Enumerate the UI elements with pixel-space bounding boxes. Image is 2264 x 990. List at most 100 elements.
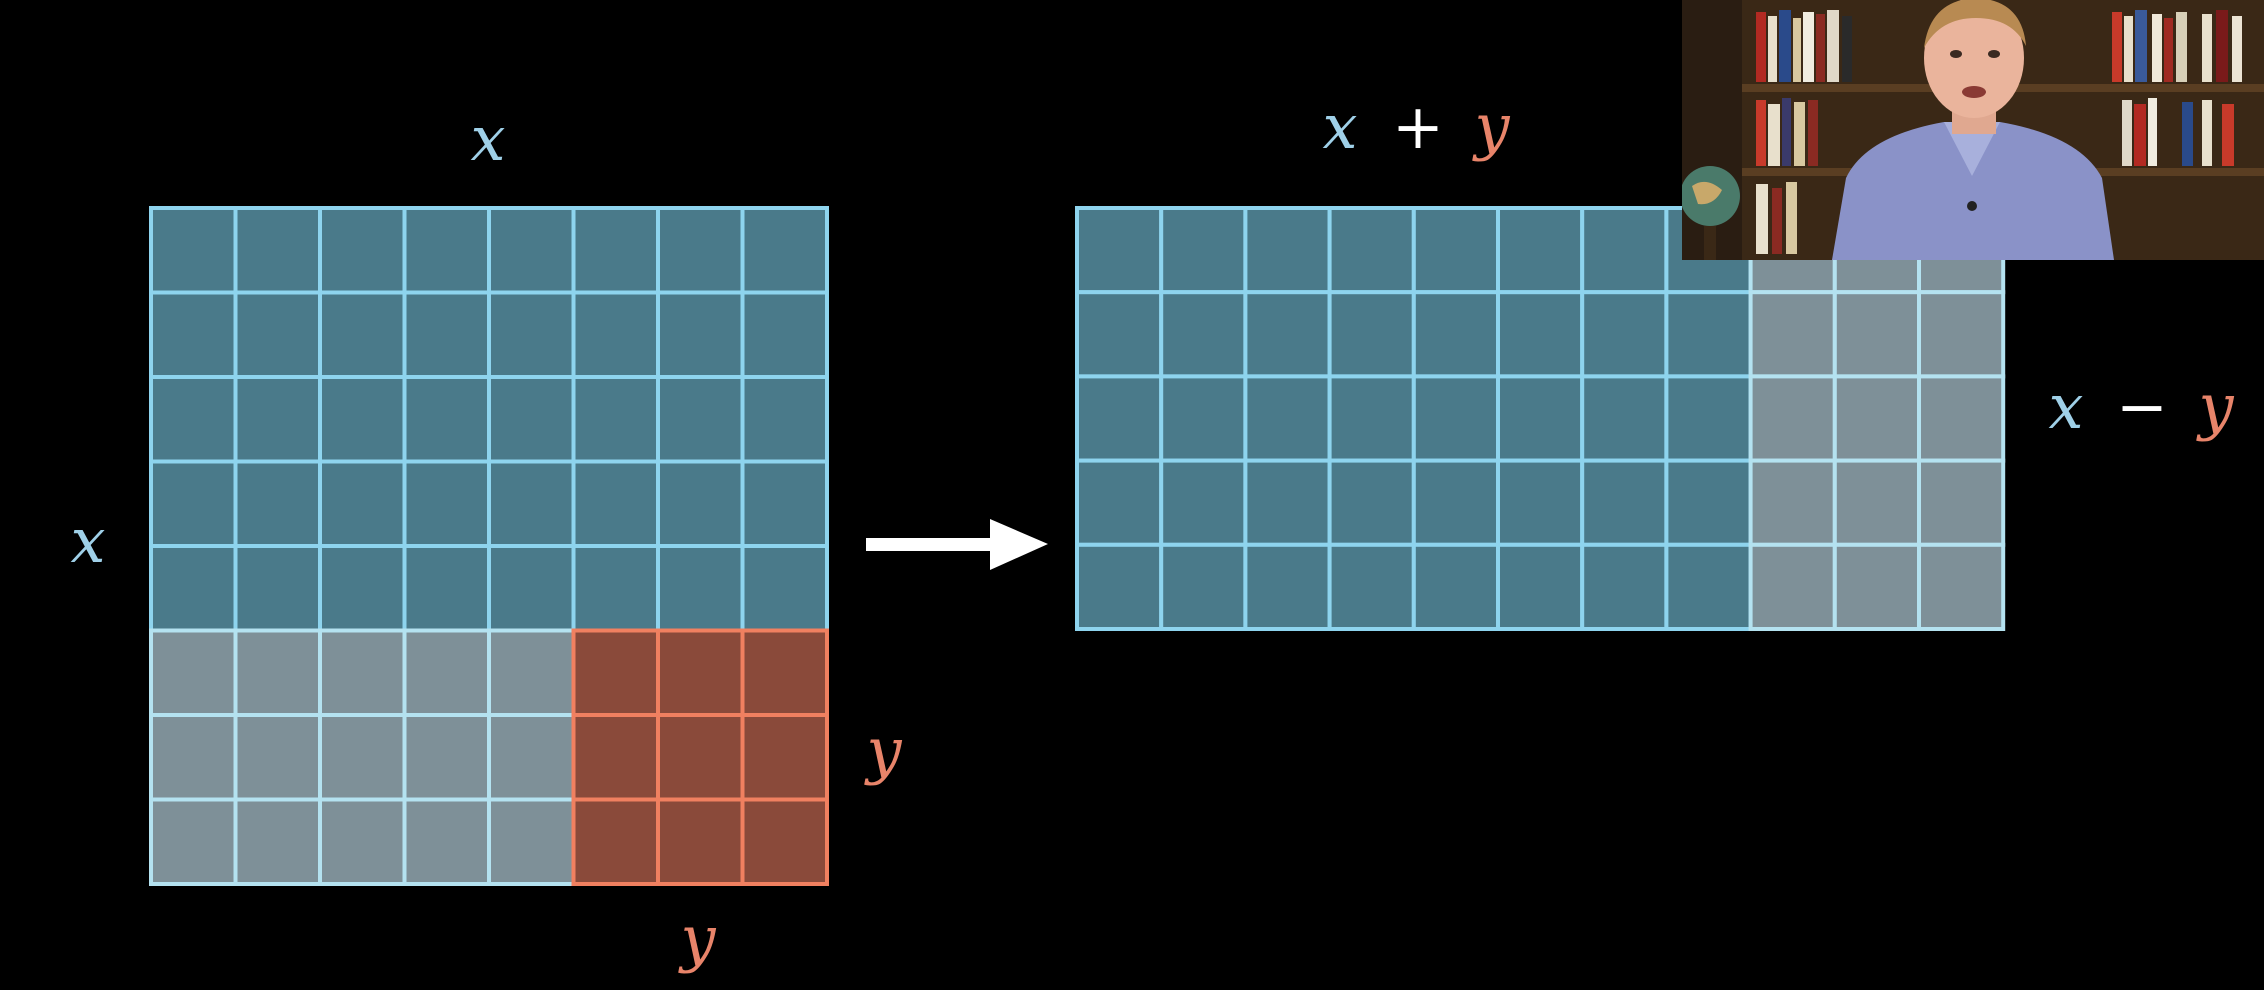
blue-cell	[318, 375, 407, 464]
blue-cell	[402, 375, 491, 464]
blue-cell	[656, 459, 745, 548]
blue-cell	[1243, 206, 1332, 295]
red-cell	[571, 713, 660, 802]
blue-cell	[318, 544, 407, 633]
blue-cell	[1664, 458, 1753, 547]
right-arrow	[866, 519, 1048, 570]
blue-cell	[571, 544, 660, 633]
blue-cell	[1327, 542, 1416, 631]
blue-cell	[1159, 458, 1248, 547]
gray-cell	[149, 628, 238, 717]
gray-cell	[1748, 458, 1837, 547]
gray-cell	[1917, 458, 2006, 547]
left-bottom-label-y: y	[677, 902, 716, 975]
blue-cell	[1580, 206, 1669, 295]
blue-cell	[1496, 458, 1585, 547]
red-cell	[740, 797, 829, 886]
blue-cell	[318, 206, 407, 295]
gray-cell	[487, 713, 576, 802]
blue-cell	[1159, 542, 1248, 631]
blue-cell	[1496, 206, 1585, 295]
blue-cell	[1075, 374, 1164, 463]
blue-cell	[656, 206, 745, 295]
red-block-outline	[571, 628, 829, 886]
blue-cell	[740, 459, 829, 548]
blue-cell	[233, 290, 322, 379]
blue-cell	[233, 459, 322, 548]
blue-cell	[487, 290, 576, 379]
blue-cell	[149, 375, 238, 464]
gray-cell	[233, 628, 322, 717]
blue-cell	[402, 544, 491, 633]
blue-cell	[656, 375, 745, 464]
left-side-label-x: x	[71, 504, 106, 577]
right-side-label: x − y	[2049, 370, 2235, 443]
blue-cell	[1411, 374, 1501, 463]
blue-cell	[233, 206, 322, 295]
blue-cell	[402, 290, 491, 379]
left-right-label-y: y	[863, 714, 902, 787]
right-top-label-y: y	[1471, 90, 1510, 163]
presenter	[1832, 0, 2114, 260]
blue-cell	[740, 544, 829, 633]
gray-cell	[1832, 290, 1922, 379]
blue-cell	[402, 206, 491, 295]
blue-cell	[1496, 374, 1585, 463]
blue-cell	[656, 290, 745, 379]
blue-cell	[1243, 290, 1332, 379]
blue-cell	[1159, 374, 1248, 463]
blue-cell	[1075, 542, 1164, 631]
gray-cell	[1748, 290, 1837, 379]
blue-cell	[318, 459, 407, 548]
blue-cell	[740, 206, 829, 295]
gray-cell	[149, 797, 238, 886]
blue-cell	[1159, 206, 1248, 295]
blue-cell	[1411, 542, 1501, 631]
blue-cell	[1243, 374, 1332, 463]
gray-cell	[487, 797, 576, 886]
blue-cell	[487, 206, 576, 295]
red-cell	[656, 713, 745, 802]
blue-cell	[402, 459, 491, 548]
blue-cell	[1664, 542, 1753, 631]
right-rectangle-grid	[1075, 206, 2006, 631]
blue-cell	[740, 375, 829, 464]
blue-cell	[571, 459, 660, 548]
blue-cell	[1580, 542, 1669, 631]
blue-cell	[149, 206, 238, 295]
blue-cell	[1327, 290, 1416, 379]
right-side-label-y: y	[2195, 370, 2234, 443]
red-cell	[656, 628, 745, 717]
blue-cell	[1411, 290, 1501, 379]
blue-cell	[487, 544, 576, 633]
presenter-webcam	[1682, 0, 2264, 260]
red-cell	[571, 797, 660, 886]
red-cell	[571, 628, 660, 717]
blue-cell	[149, 290, 238, 379]
gray-cell	[1917, 374, 2006, 463]
gray-cell	[1748, 542, 1837, 631]
gray-cell	[487, 628, 576, 717]
blue-cell	[487, 459, 576, 548]
gray-cell	[1832, 374, 1922, 463]
gray-cell	[402, 628, 491, 717]
gray-cell	[318, 713, 407, 802]
blue-cell	[1580, 290, 1669, 379]
blue-cell	[233, 375, 322, 464]
red-cell	[740, 713, 829, 802]
blue-cell	[571, 206, 660, 295]
gray-cell	[318, 628, 407, 717]
right-top-label-plus: +	[1392, 90, 1444, 163]
gray-cell	[402, 797, 491, 886]
blue-cell	[1243, 542, 1332, 631]
gray-cell	[1832, 542, 1922, 631]
gray-cell	[1917, 290, 2006, 379]
gray-cell	[233, 797, 322, 886]
blue-cell	[740, 290, 829, 379]
red-cell	[740, 628, 829, 717]
blue-cell	[1411, 458, 1501, 547]
gray-cell	[402, 713, 491, 802]
blue-cell	[1664, 290, 1753, 379]
blue-cell	[1664, 374, 1753, 463]
gray-cell	[1748, 374, 1837, 463]
